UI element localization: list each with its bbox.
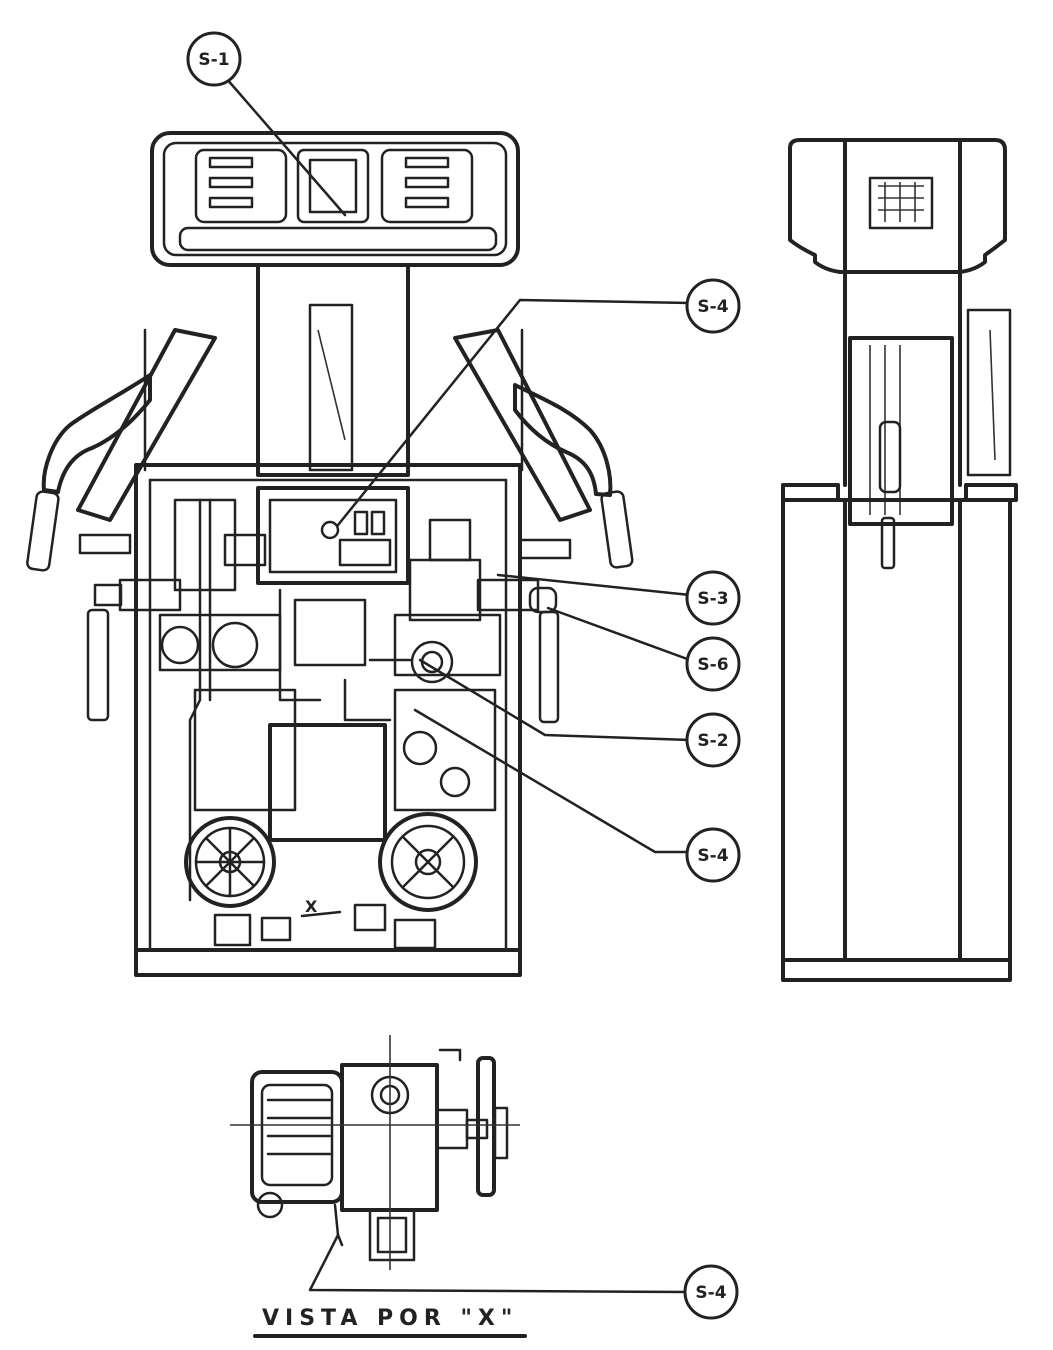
right-nozzle <box>513 383 613 497</box>
callout-s2: S-2 <box>685 712 741 768</box>
detail-caption: VISTA POR "X" <box>262 1306 518 1331</box>
side-cabinet <box>781 498 1012 962</box>
callout-s2-label: S-2 <box>697 731 728 751</box>
motor-block <box>268 723 387 842</box>
callout-s1: S-1 <box>186 31 242 87</box>
callout-s1-label: S-1 <box>198 50 229 70</box>
display-head <box>150 131 520 267</box>
side-view <box>781 138 1018 982</box>
right-pulley <box>378 812 478 912</box>
callout-s4-top-label: S-4 <box>697 297 728 317</box>
callout-s4-bottom: S-4 <box>683 1264 739 1320</box>
callout-s3: S-3 <box>685 570 741 626</box>
callout-s4-mid-label: S-4 <box>697 846 728 866</box>
callout-s3-label: S-3 <box>697 589 728 609</box>
left-pulley <box>184 816 276 908</box>
view-marker-x: X <box>305 897 318 916</box>
callout-leaders <box>224 76 692 1294</box>
callout-s4-mid: S-4 <box>685 827 741 883</box>
pump-cabinet <box>134 463 522 977</box>
side-holster <box>848 336 954 526</box>
front-view: X <box>26 131 634 977</box>
left-nozzle <box>41 373 152 494</box>
detail-view-x <box>230 1035 520 1270</box>
pump-column <box>256 263 410 477</box>
callout-s6-label: S-6 <box>697 655 728 675</box>
callout-s4-bottom-label: S-4 <box>695 1283 726 1303</box>
callout-s4-top: S-4 <box>685 278 741 334</box>
side-head <box>788 138 1007 274</box>
callout-s6: S-6 <box>685 636 741 692</box>
